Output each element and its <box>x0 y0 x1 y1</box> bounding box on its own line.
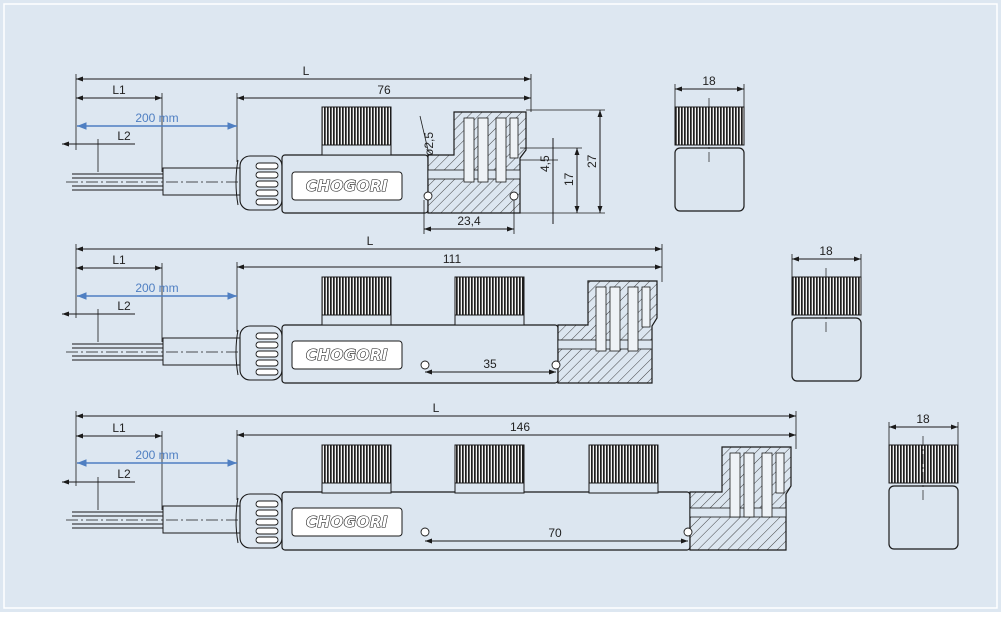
variant-2-nut <box>321 276 392 316</box>
variant-2-label-L: L <box>367 234 374 248</box>
variant-1-label-L: L <box>303 64 310 78</box>
variant-2-gland-ribs <box>255 332 279 376</box>
variant-1-brand-logo: CHOGORI <box>306 177 388 195</box>
variant-1-leader-diameter <box>419 115 429 151</box>
variant-2-side-label-width: 18 <box>819 244 833 258</box>
variant-1-label-cable-length: 200 mm <box>135 111 178 125</box>
variant-1-side-label-width: 18 <box>702 74 716 88</box>
variant-1-label-plate <box>291 171 403 201</box>
variant-3-cable-jacket <box>162 505 242 534</box>
variant-1-nut <box>321 106 392 146</box>
variant-3-side-label-width: 18 <box>916 412 930 426</box>
variant-1-side-body <box>674 147 745 212</box>
variant-1-label-pin-diameter: ø2,5 <box>422 132 436 156</box>
variant-3-pins <box>729 452 785 518</box>
variant-2-pins <box>595 286 651 352</box>
variant-3-nut-base <box>588 482 659 494</box>
variant-1-label-body-length: 76 <box>377 83 391 97</box>
variant-1-gland-ribs <box>255 162 279 206</box>
variant-2-brand-logo: CHOGORI <box>306 346 388 364</box>
variant-1-label-height-full: 27 <box>585 154 599 168</box>
variant-2-strain-relief <box>235 329 239 376</box>
variant-3-label-L2: L2 <box>117 467 131 481</box>
variant-2-label-plate <box>291 340 403 370</box>
variant-2-label-L1: L1 <box>112 253 126 267</box>
variant-3-drawing: L 146 L1 200 mm L2 <box>62 401 959 551</box>
variant-2-label-body-length: 111 <box>443 252 462 266</box>
variant-1-label-height-body: 17 <box>562 172 576 186</box>
variant-1-strain-relief <box>235 159 239 206</box>
variant-3-label-body-length: 146 <box>510 420 530 434</box>
variant-2-side-nut <box>791 276 862 316</box>
variant-3-strain-relief <box>235 497 239 544</box>
variant-1-label-hole-spacing: 23,4 <box>457 214 481 228</box>
variant-1-label-L1: L1 <box>112 83 126 97</box>
variant-1-mount-hole <box>509 191 519 201</box>
variant-3-side-nut <box>888 444 959 484</box>
variant-3-nut-base <box>454 482 525 494</box>
variant-2-label-hole-spacing: 35 <box>483 357 497 371</box>
variant-3-nut <box>321 444 392 484</box>
variant-1-label-height-step: 4,5 <box>538 155 552 172</box>
variant-2-cable-jacket <box>162 337 242 366</box>
variant-2-drawing: L 111 L1 200 mm L2 <box>62 234 862 384</box>
variant-3-nut <box>588 444 659 484</box>
variant-3-mount-hole <box>420 527 430 537</box>
variant-2-mount-hole <box>551 360 561 370</box>
variant-3-brand-logo: CHOGORI <box>306 513 388 531</box>
variant-2-side-body <box>791 317 862 382</box>
variant-2-nut-base <box>321 314 392 326</box>
variant-2-label-cable-length: 200 mm <box>135 281 178 295</box>
variant-3-label-hole-spacing: 70 <box>548 526 562 540</box>
variant-2-label-L2: L2 <box>117 299 131 313</box>
variant-3-label-cable-length: 200 mm <box>135 448 178 462</box>
variant-3-nut-base <box>321 482 392 494</box>
variant-1-drawing: L 76 L1 200 mm L2 <box>62 64 745 234</box>
variant-2-mount-hole <box>420 360 430 370</box>
variant-3-side-body <box>888 485 959 550</box>
variant-3-label-L: L <box>433 401 440 415</box>
variant-1-side-nut <box>674 106 745 146</box>
page-frame <box>3 3 998 609</box>
variant-3-label-L1: L1 <box>112 421 126 435</box>
variant-2-nut <box>454 276 525 316</box>
variant-3-mount-hole <box>683 527 693 537</box>
variant-3-gland-ribs <box>255 500 279 544</box>
variant-1-cable-jacket <box>162 167 242 196</box>
variant-1-nut-base <box>321 144 392 156</box>
variant-1-pins <box>463 117 519 183</box>
variant-1-mount-hole <box>423 191 433 201</box>
variant-2-nut-base <box>454 314 525 326</box>
variant-3-label-plate <box>291 507 403 537</box>
variant-3-nut <box>454 444 525 484</box>
variant-1-label-L2: L2 <box>117 129 131 143</box>
